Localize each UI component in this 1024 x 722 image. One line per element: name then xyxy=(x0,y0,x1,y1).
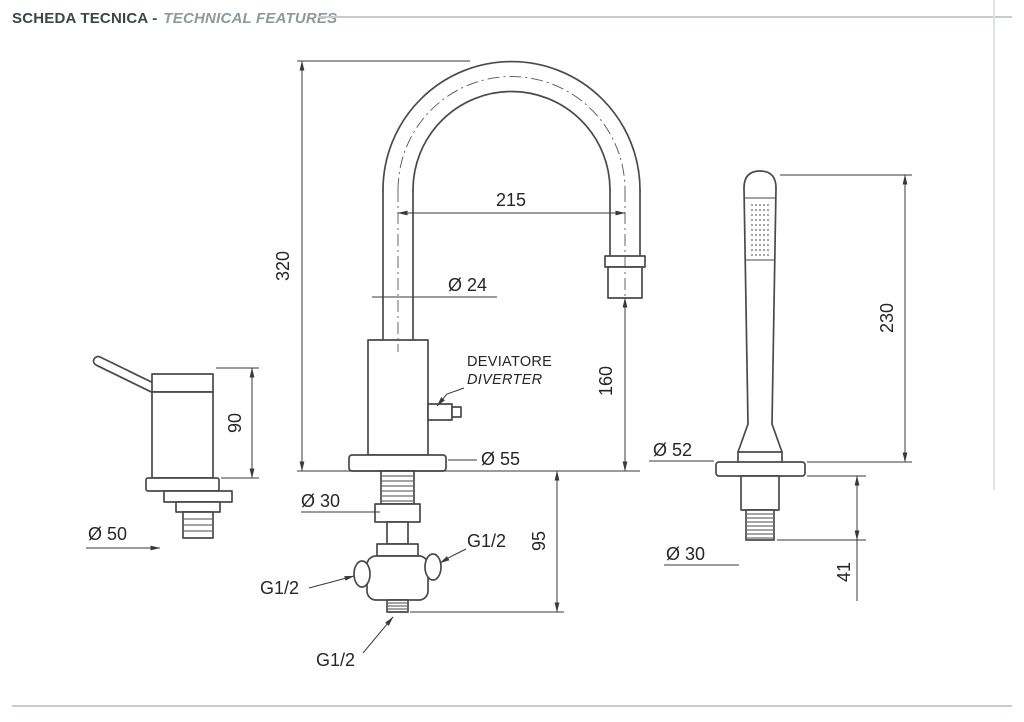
dim-handle-base-diameter: Ø 50 xyxy=(88,524,127,544)
dim-spout-under-depth: 95 xyxy=(529,531,549,551)
handshower-dimensions xyxy=(649,174,912,601)
handshower-outline xyxy=(715,170,806,541)
dim-spout-reach: 215 xyxy=(496,190,526,210)
spout-figure: 320 215 Ø 24 160 DEVIATORE DIVERTER Ø 55… xyxy=(260,60,646,670)
handle-outline xyxy=(92,355,233,539)
spout-centerlines xyxy=(397,76,626,352)
dim-spout-shank-diameter: Ø 30 xyxy=(301,491,340,511)
header-rule xyxy=(318,16,1012,18)
dim-spout-height: 320 xyxy=(273,251,293,281)
right-edge-rule xyxy=(993,0,995,490)
page-title-english: TECHNICAL FEATURES xyxy=(163,9,338,27)
handle-dimensions xyxy=(86,367,259,551)
dim-handshower-shank-diameter: Ø 30 xyxy=(666,544,705,564)
footer-rule xyxy=(12,705,1012,707)
dim-spout-outlet-height: 160 xyxy=(596,366,616,396)
spout-dimensions xyxy=(297,60,640,654)
page-title: SCHEDA TECNICA - TECHNICAL FEATURES xyxy=(12,6,337,30)
dim-handle-height: 90 xyxy=(225,413,245,433)
dim-spout-flange-diameter: Ø 55 xyxy=(481,449,520,469)
label-thread-left: G1/2 xyxy=(260,578,299,598)
label-diverter-italian: DEVIATORE xyxy=(467,354,552,370)
handshower-figure: 230 Ø 52 Ø 30 41 xyxy=(649,170,912,601)
page-title-italian: SCHEDA TECNICA - xyxy=(12,9,158,27)
spout-outline xyxy=(348,60,646,613)
dim-handshower-flange-diameter: Ø 52 xyxy=(653,440,692,460)
label-thread-right: G1/2 xyxy=(467,531,506,551)
dim-handshower-height: 230 xyxy=(877,303,897,333)
dim-handshower-under-depth: 41 xyxy=(834,562,854,582)
label-diverter-english: DIVERTER xyxy=(467,372,543,388)
dim-spout-pipe-diameter: Ø 24 xyxy=(448,275,487,295)
handle-figure: 90 Ø 50 xyxy=(86,355,259,551)
label-thread-bottom: G1/2 xyxy=(316,650,355,670)
